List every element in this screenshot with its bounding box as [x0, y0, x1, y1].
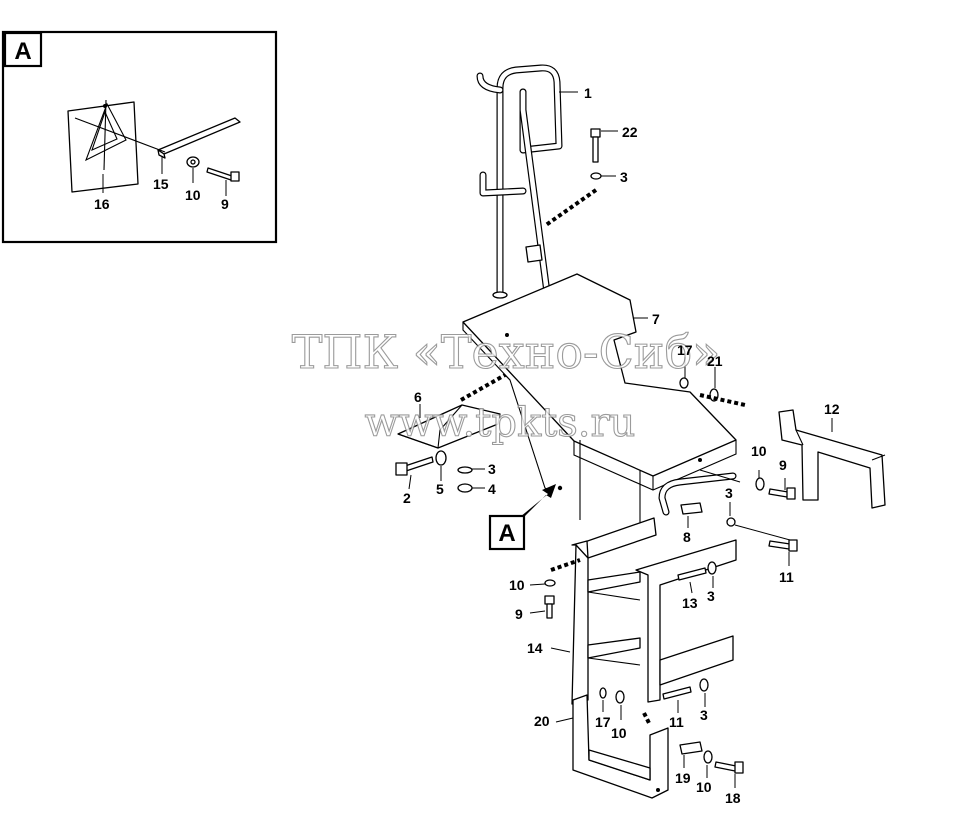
part-label: 12: [824, 401, 840, 417]
bolt-9-right: [768, 487, 796, 500]
washer-3-left: [457, 466, 473, 474]
part-label: 20: [534, 713, 550, 729]
part-label: 15: [153, 176, 169, 192]
assembly-lines: [460, 188, 791, 726]
part-label: 11: [669, 714, 684, 730]
part-label: 8: [683, 529, 691, 545]
detail-washer: [186, 156, 200, 168]
support-bracket: [397, 404, 501, 449]
detail-bolt: [206, 167, 240, 182]
part-label: 1: [584, 85, 592, 101]
watermark: ТПК «Техно-Сиб» www.tpkts.ru: [291, 324, 721, 446]
ladder: [571, 517, 737, 705]
part-label: 3: [488, 461, 496, 477]
part-label: 9: [515, 606, 523, 622]
bolt-2: [395, 456, 434, 476]
callout-a: A: [488, 484, 556, 551]
part-label: 21: [707, 353, 723, 369]
lower-step: [572, 694, 669, 799]
part-label: 7: [652, 311, 660, 327]
part-label: 10: [185, 187, 201, 203]
part-label: 22: [622, 124, 638, 140]
step-handle: [658, 472, 737, 516]
part-label: 10: [509, 577, 525, 593]
part-label: 13: [682, 595, 698, 611]
part-label: 18: [725, 790, 741, 806]
part-labels: 1 22 3 7 17 21 12 6 10 9 2 5 3 4 8 3 11 …: [94, 85, 840, 806]
detail-leaders: [102, 157, 227, 196]
washer-10-right: [755, 477, 765, 491]
part-label: 3: [725, 485, 733, 501]
watermark-line-1: ТПК «Техно-Сиб»: [292, 325, 721, 379]
part-label: 10: [611, 725, 627, 741]
ladder-fasteners: [544, 561, 717, 700]
part-label: 14: [527, 640, 543, 656]
part-label: 10: [696, 779, 712, 795]
bolt-17-top: [679, 377, 689, 389]
part-label: 19: [675, 770, 691, 786]
part-label: 17: [595, 714, 611, 730]
nut-4: [457, 483, 473, 493]
part-label: 2: [403, 490, 411, 506]
plate-8: [680, 502, 703, 515]
washer-5: [435, 450, 447, 466]
part-label: 9: [221, 196, 229, 212]
part-label: 10: [751, 443, 767, 459]
watermark-line-2: www.tpkts.ru: [365, 400, 636, 446]
detail-a-frame: A: [1, 30, 278, 244]
part-label: 3: [707, 588, 715, 604]
side-frame: [778, 409, 886, 509]
reflector-plate: [67, 99, 139, 193]
detail-a-letter: A: [14, 38, 31, 65]
part-label: 9: [779, 457, 787, 473]
reflector-bracket: [74, 117, 241, 159]
part-label: 3: [700, 707, 708, 723]
leader-lines: [408, 91, 833, 788]
washer-3-right: [726, 517, 736, 527]
lower-fasteners: [599, 687, 744, 774]
bolt-11-right: [768, 539, 798, 552]
bolt-22: [590, 128, 602, 180]
callout-a-letter: A: [498, 520, 515, 547]
part-label: 16: [94, 196, 110, 212]
part-label: 6: [414, 389, 422, 405]
part-label: 11: [779, 569, 794, 585]
part-label: 5: [436, 481, 444, 497]
part-label: 17: [677, 342, 693, 358]
part-label: 3: [620, 169, 628, 185]
part-label: 4: [488, 481, 496, 497]
